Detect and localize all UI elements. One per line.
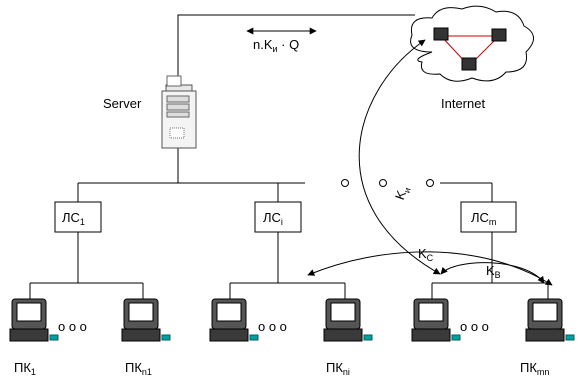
kb-arc [440,262,545,284]
pc-icon [411,298,461,342]
pc-label: ПКni [326,360,350,377]
ki-label: Kи [392,184,413,203]
internet-label: Internet [441,96,485,111]
ki-arc [358,39,441,275]
switch-label: ЛСi [263,210,283,227]
pc-icon [323,298,373,342]
server-vent [169,127,185,139]
connector-icon [49,334,59,341]
server-label: Server [103,96,142,111]
pc-icon [525,298,575,342]
connector-icon [249,334,259,341]
server-top-cap [166,75,182,87]
backbone-ellipsis [341,179,434,187]
internet-node-icon [491,28,507,42]
internet-node-icon [433,27,449,41]
internet-node-icon [461,57,477,71]
switch-box: ЛСm [460,201,517,233]
pc-ellipsis: o o o [460,319,489,334]
connector-icon [451,334,461,341]
connector-icon [161,334,171,341]
switch-label: ЛСm [471,210,496,227]
switch-box: ЛС1 [54,201,102,233]
kc-label: KC [418,246,434,263]
connector-icon [565,334,575,341]
server-drive [166,95,190,103]
pc-ellipsis: o o o [58,319,87,334]
transfer-formula: n.Kи · Q [246,27,317,54]
pc-ellipsis: o o o [258,319,287,334]
server-drive [166,103,190,111]
kb-label: KB [486,263,501,280]
switch-label: ЛС1 [62,210,85,227]
pc-icon [121,298,171,342]
formula-label: n.Kи · Q [253,37,299,54]
internet-cloud-icon [410,5,534,82]
server-drive [166,111,190,118]
pc-label: ПК1 [14,360,36,377]
server-icon [161,75,197,149]
server-internet-link [177,14,415,85]
pc-icon [209,298,259,342]
pc-label: ПКn1 [125,360,152,377]
pc-label: ПКmn [520,360,549,377]
switch-box: ЛСi [254,201,302,233]
connector-icon [363,334,373,341]
pc-icon [9,298,59,342]
